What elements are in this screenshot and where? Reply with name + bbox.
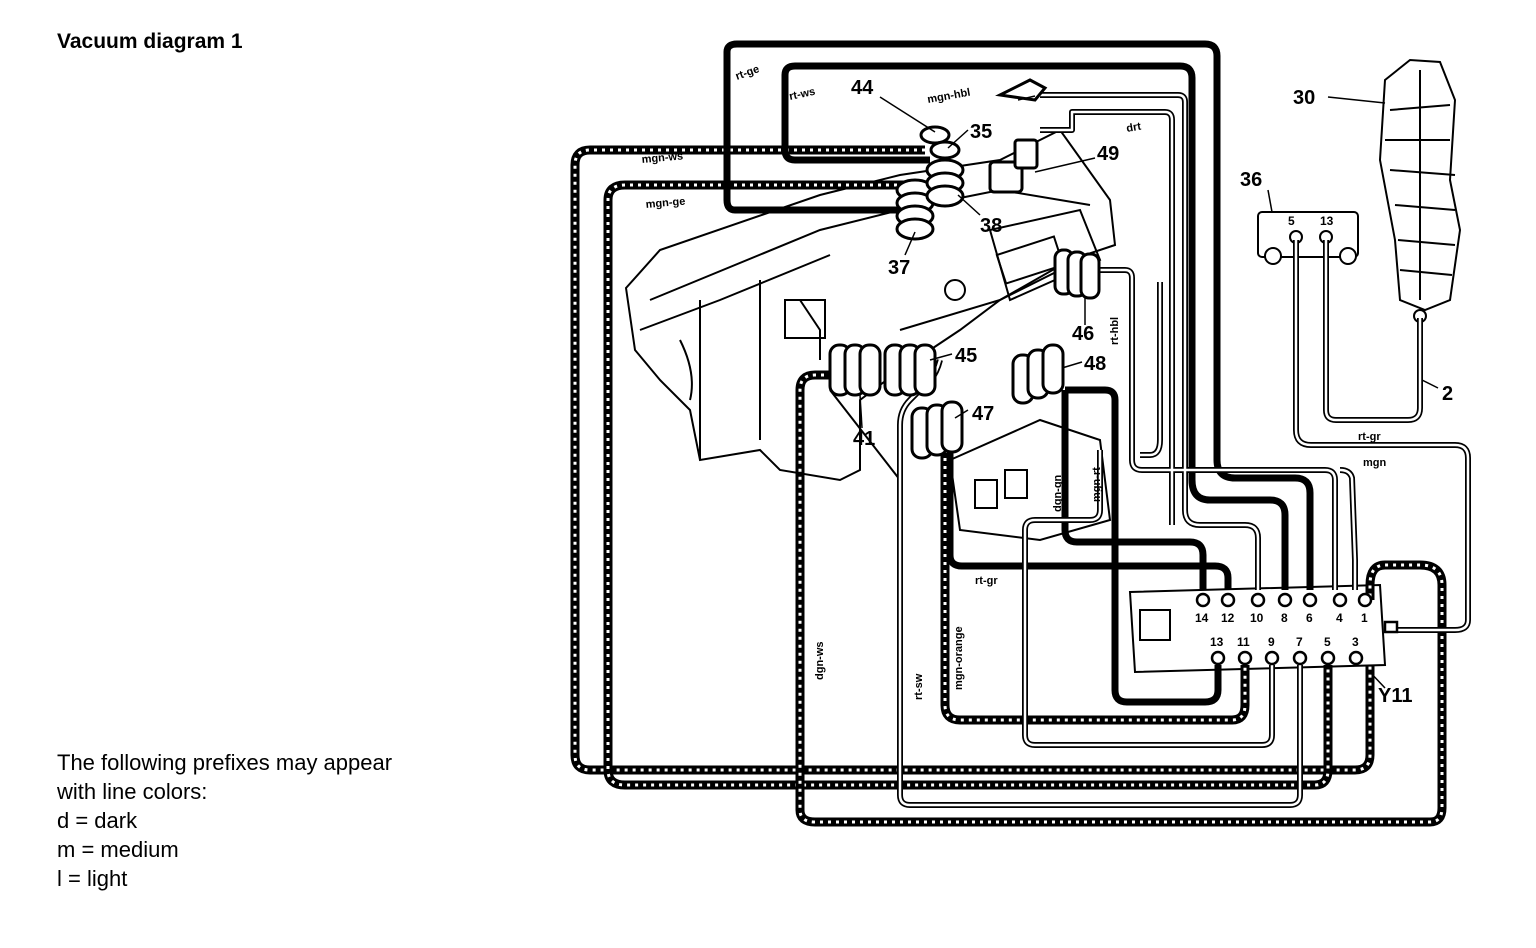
switchover-valve-block: [1128, 583, 1387, 674]
vacuum-actuators: [828, 78, 1101, 460]
actuator-45: [883, 343, 937, 397]
callout-44: 44: [851, 77, 874, 99]
wire-label: mgn-ge: [645, 196, 686, 211]
vacuum-lines-solid: [723, 40, 1314, 706]
wire-label: dgn-gn: [1052, 474, 1064, 512]
wire-label: rt-hbl: [1109, 317, 1121, 345]
wire-label: drt: [1125, 121, 1142, 135]
port-label-top: 8: [1281, 611, 1288, 625]
legend-line: with line colors:: [57, 779, 208, 804]
callout-36: 36: [1240, 169, 1262, 191]
callout-46: 46: [1072, 323, 1094, 345]
connector-36-port-label: 13: [1320, 214, 1334, 228]
actuator-35: [919, 125, 961, 160]
wire-label: rt-ge: [734, 63, 761, 83]
wire-label: rt-gr: [975, 575, 998, 587]
port-label-bottom: 7: [1296, 635, 1303, 649]
legend-line: l = light: [57, 866, 128, 891]
callout-45: 45: [955, 345, 977, 367]
callout-37: 37: [888, 257, 910, 279]
callout-49: 49: [1097, 143, 1119, 165]
port-label-bottom: 5: [1324, 635, 1331, 649]
callout-2: 2: [1442, 383, 1453, 405]
port-label-top: 14: [1195, 611, 1209, 625]
climate-housing: [624, 128, 1117, 542]
port-label-bottom: 9: [1268, 635, 1275, 649]
actuator-41: [828, 343, 882, 397]
port-label-bottom: 3: [1352, 635, 1359, 649]
callout-30: 30: [1293, 87, 1315, 109]
wire-label: mgn-orange: [953, 626, 965, 690]
legend-line: m = medium: [57, 837, 179, 862]
actuator-47: [910, 400, 964, 460]
connector-36-port-label: 5: [1288, 214, 1295, 228]
wire-label: mgn-hbl: [926, 87, 971, 106]
port-label-top: 10: [1250, 611, 1264, 625]
wire-label: rt-ws: [788, 86, 816, 103]
port-label-top: 1: [1361, 611, 1368, 625]
port-label-bottom: 11: [1237, 635, 1250, 649]
port-label-top: 6: [1306, 611, 1313, 625]
legend-line: The following prefixes may appear: [57, 750, 393, 775]
actuator-49: [988, 138, 1039, 194]
actuator-38: [925, 158, 965, 208]
port-label-top: 4: [1336, 611, 1343, 625]
callout-38: 38: [980, 215, 1002, 237]
actuator-37: [895, 178, 935, 241]
port-label-top: 12: [1221, 611, 1235, 625]
actuator-46: [1053, 248, 1101, 300]
callout-47: 47: [972, 403, 994, 425]
callout-41: 41: [853, 428, 875, 450]
legend-line: d = dark: [57, 808, 138, 833]
page-title: Vacuum diagram 1: [57, 30, 243, 53]
duct-30: [1378, 58, 1462, 323]
wire-label: rt-gr: [1358, 431, 1381, 443]
wire-label: mgn-ws: [641, 150, 683, 166]
callout-leaders: [859, 95, 1439, 689]
wire-label: mgn-rt: [1091, 467, 1103, 502]
connector-36: [1257, 211, 1359, 265]
wire-label: rt-sw: [913, 673, 925, 700]
legend: The following prefixes may appear with l…: [57, 748, 392, 893]
callout-35: 35: [970, 121, 992, 143]
fitting-2-top: [995, 78, 1048, 102]
valve-ports: [1195, 592, 1399, 666]
wire-label: dgn-ws: [814, 642, 826, 681]
port-label-bottom: 13: [1210, 635, 1224, 649]
callout-Y11: Y11: [1378, 685, 1412, 707]
callout-48: 48: [1084, 353, 1106, 375]
wire-label: mgn: [1363, 457, 1387, 469]
actuator-48: [1011, 343, 1065, 405]
